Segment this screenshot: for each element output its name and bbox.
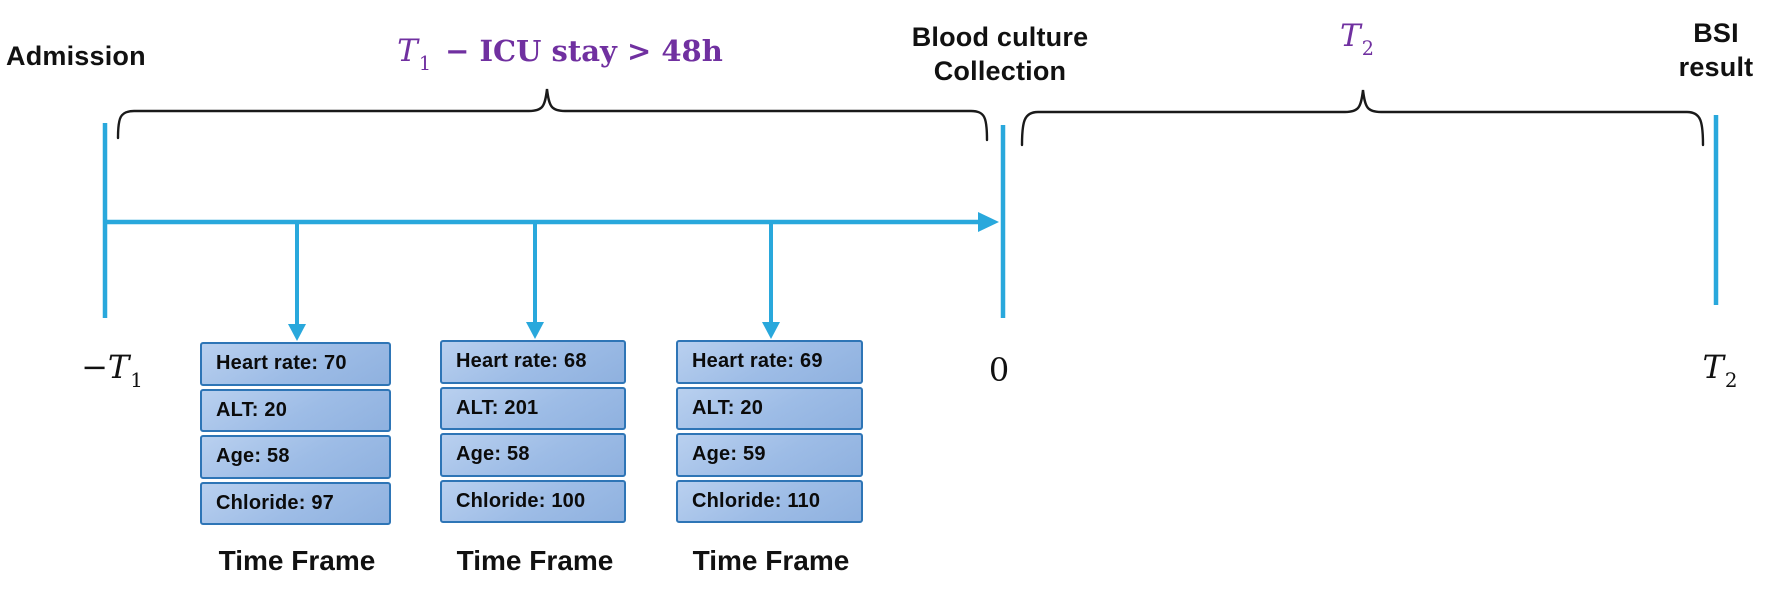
axis-label-minus-t1: −T1 [81,348,143,393]
vitals-row-heart-rate: Heart rate: 68 [440,340,626,384]
phase1-description: − ICU stay > 48h [445,34,723,68]
bsi-line1: BSI [1693,18,1739,48]
vitals-row-age: Age: 59 [676,433,863,477]
phase1-symbol: T1 [397,33,432,76]
axis-label-zero: 0 [988,351,1010,389]
time-frame-caption-1: Time Frame [218,545,376,576]
vitals-row-chloride: Chloride: 110 [676,479,863,523]
phase1-label: T1 − ICU stay > 48h [380,33,740,76]
time-frame-box-3: Heart rate: 69 ALT: 20 Age: 59 Chloride:… [676,340,863,523]
vitals-row-chloride: Chloride: 97 [200,481,391,525]
time-frame-caption-2: Time Frame [456,545,614,576]
bsi-line2: result [1678,52,1754,82]
time-frame-box-2: Heart rate: 68 ALT: 201 Age: 58 Chloride… [440,340,626,523]
bsi-result-label: BSI result [1640,16,1767,84]
timeline-arrowhead-icon [978,212,999,232]
time-frame-caption-3: Time Frame [692,545,850,576]
vitals-row-alt: ALT: 201 [440,386,626,430]
blood-culture-label: Blood culture Collection [900,20,1100,88]
vitals-row-chloride: Chloride: 100 [440,479,626,523]
admission-label: Admission [6,41,146,71]
phase2-label: T2 [1340,18,1374,61]
phase1-brace [116,88,989,142]
vitals-row-age: Age: 58 [200,435,391,479]
blood-culture-line2: Collection [933,56,1067,86]
vitals-row-heart-rate: Heart rate: 69 [676,340,863,384]
vitals-row-heart-rate: Heart rate: 70 [200,342,391,386]
phase2-brace [1020,89,1705,147]
vitals-row-alt: ALT: 20 [200,388,391,432]
down-arrow-2-head-icon [526,322,544,339]
axis-label-t2: T2 [1702,348,1738,393]
vitals-row-alt: ALT: 20 [676,386,863,430]
time-frame-box-1: Heart rate: 70 ALT: 20 Age: 58 Chloride:… [200,342,391,525]
down-arrow-1-head-icon [288,324,306,341]
blood-culture-line1: Blood culture [911,22,1089,52]
down-arrow-3-head-icon [762,322,780,339]
vitals-row-age: Age: 58 [440,433,626,477]
